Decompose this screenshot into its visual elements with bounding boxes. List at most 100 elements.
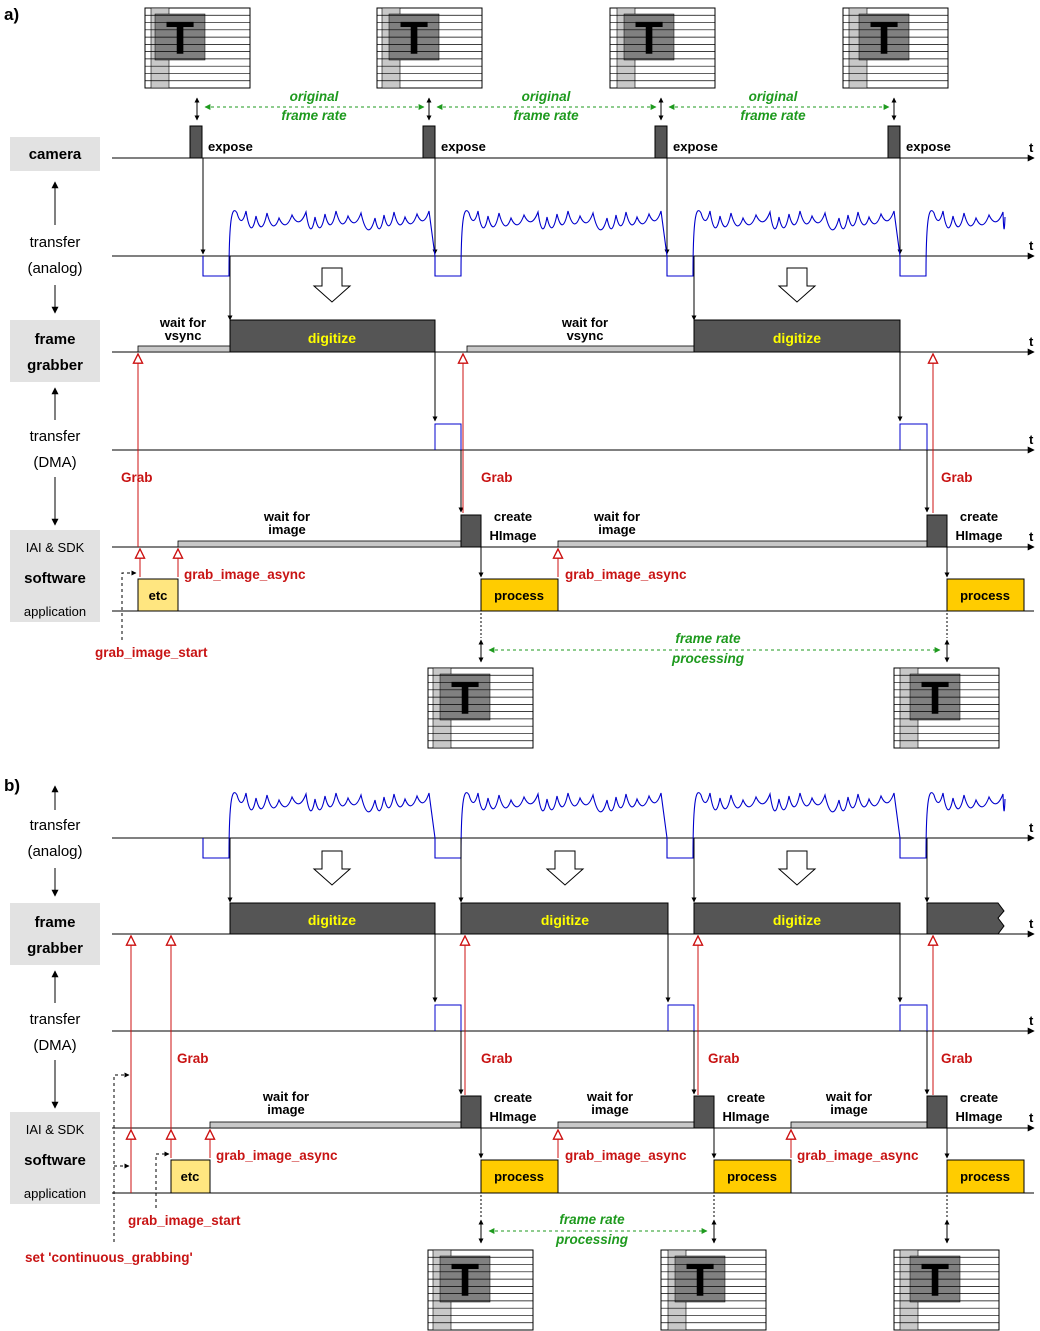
etc-box	[137, 578, 179, 612]
application-label: application	[24, 1186, 86, 1201]
etc-text: etc	[181, 1169, 200, 1184]
frame-grabber-label-bg	[10, 320, 100, 382]
original-text: original	[749, 89, 798, 104]
original-text: original	[522, 89, 571, 104]
image-text: image	[830, 1102, 868, 1117]
dma-pulse	[434, 423, 462, 450]
frame-thumbnail: T	[842, 7, 949, 89]
t-glyph: T	[451, 672, 479, 724]
dashed-arrow	[155, 1151, 170, 1208]
processing-text: processing	[671, 651, 745, 666]
himage-text: HImage	[956, 528, 1003, 543]
process-text: process	[494, 1169, 544, 1184]
image-text: image	[267, 1102, 305, 1117]
expose-text: expose	[208, 139, 253, 154]
digitize-bar	[693, 902, 901, 935]
expose-pulse	[654, 125, 668, 159]
hollow-arrow	[777, 267, 817, 303]
panel-b-label: b)	[4, 776, 20, 795]
process-box	[480, 578, 559, 612]
t-label: t	[1029, 432, 1034, 447]
frame-label: frame	[35, 914, 76, 931]
dma-pulse	[434, 1004, 462, 1031]
process-box	[713, 1159, 792, 1194]
expose-pulse	[189, 125, 203, 159]
frame-thumbnail: T	[427, 667, 534, 749]
t-glyph: T	[921, 1254, 949, 1306]
wait-bar	[557, 540, 928, 548]
panel-a: a) camera transfer (analog) frame grabbe…	[4, 5, 1035, 749]
t-label: t	[1029, 334, 1034, 349]
t-label: t	[1029, 916, 1034, 931]
wait-bar	[790, 1121, 928, 1129]
transfer-label: transfer	[30, 428, 81, 445]
t-glyph: T	[166, 12, 194, 64]
dma-pulse	[899, 423, 928, 450]
transfer-label: transfer	[30, 817, 81, 834]
software-label-bg	[10, 530, 100, 622]
grab-text: Grab	[481, 470, 513, 485]
process-text: process	[727, 1169, 777, 1184]
frame-rate-text: frame rate	[675, 631, 741, 646]
wait-for-text: wait for	[825, 1089, 872, 1104]
digitize-bar	[693, 319, 901, 353]
dashed-arrow	[113, 1072, 130, 1242]
digitize-bar	[229, 902, 436, 935]
t-label: t	[1029, 1110, 1034, 1125]
grab-image-async-text: grab_image_async	[797, 1148, 919, 1163]
wait-bar	[177, 540, 462, 548]
grab-text: Grab	[177, 1051, 209, 1066]
frame-thumbnail: T	[893, 667, 1000, 749]
grab-image-async-text: grab_image_async	[216, 1148, 338, 1163]
create-text: create	[494, 509, 532, 524]
set-continuous-grabbing-text: set 'continuous_grabbing'	[25, 1250, 193, 1265]
image-text: image	[591, 1102, 629, 1117]
grab-text: Grab	[121, 470, 153, 485]
hollow-arrow	[312, 267, 352, 303]
create-himage-bar	[926, 514, 948, 548]
frame-thumbnail: T	[893, 1249, 1000, 1331]
grab-image-start-text: grab_image_start	[95, 645, 208, 660]
process-text: process	[494, 588, 544, 603]
analog-waveform	[202, 791, 1006, 859]
grab-text: Grab	[941, 470, 973, 485]
camera-label-bg	[10, 137, 100, 171]
dma-label: (DMA)	[33, 454, 76, 471]
image-text: image	[598, 522, 636, 537]
transfer-label: transfer	[30, 1011, 81, 1028]
dma-pulse	[899, 1004, 928, 1031]
process-box	[946, 578, 1025, 612]
t-label: t	[1029, 529, 1034, 544]
wait-for-text: wait for	[262, 1089, 309, 1104]
expose-text: expose	[906, 139, 951, 154]
dashed-arrow	[121, 570, 137, 640]
iai-sdk-label: IAI & SDK	[26, 1122, 85, 1137]
hollow-arrow	[312, 850, 352, 886]
grab-image-async-text: grab_image_async	[565, 1148, 687, 1163]
grab-text: Grab	[941, 1051, 973, 1066]
t-glyph: T	[686, 1254, 714, 1306]
vsync-text: vsync	[165, 328, 202, 343]
frame-rate-text: frame rate	[559, 1212, 625, 1227]
software-label-bg	[10, 1112, 100, 1204]
create-himage-bar	[460, 1095, 482, 1129]
himage-text: HImage	[490, 528, 537, 543]
transfer-label: transfer	[30, 234, 81, 251]
analog-signal	[202, 791, 1006, 859]
application-label: application	[24, 604, 86, 619]
wait-bar	[209, 1121, 462, 1129]
t-glyph: T	[921, 672, 949, 724]
create-himage-bar	[460, 514, 482, 548]
process-box	[480, 1159, 559, 1194]
himage-text: HImage	[956, 1109, 1003, 1124]
dma-pulse	[667, 1004, 695, 1031]
wait-bar	[557, 1121, 695, 1129]
grab-image-async-text: grab_image_async	[184, 567, 306, 582]
wait-for-text: wait for	[159, 315, 206, 330]
vsync-text: vsync	[567, 328, 604, 343]
frame-thumbnail: T	[144, 7, 251, 89]
t-label: t	[1029, 140, 1034, 155]
grab-image-start-text: grab_image_start	[128, 1213, 241, 1228]
digitize-text: digitize	[541, 912, 589, 928]
